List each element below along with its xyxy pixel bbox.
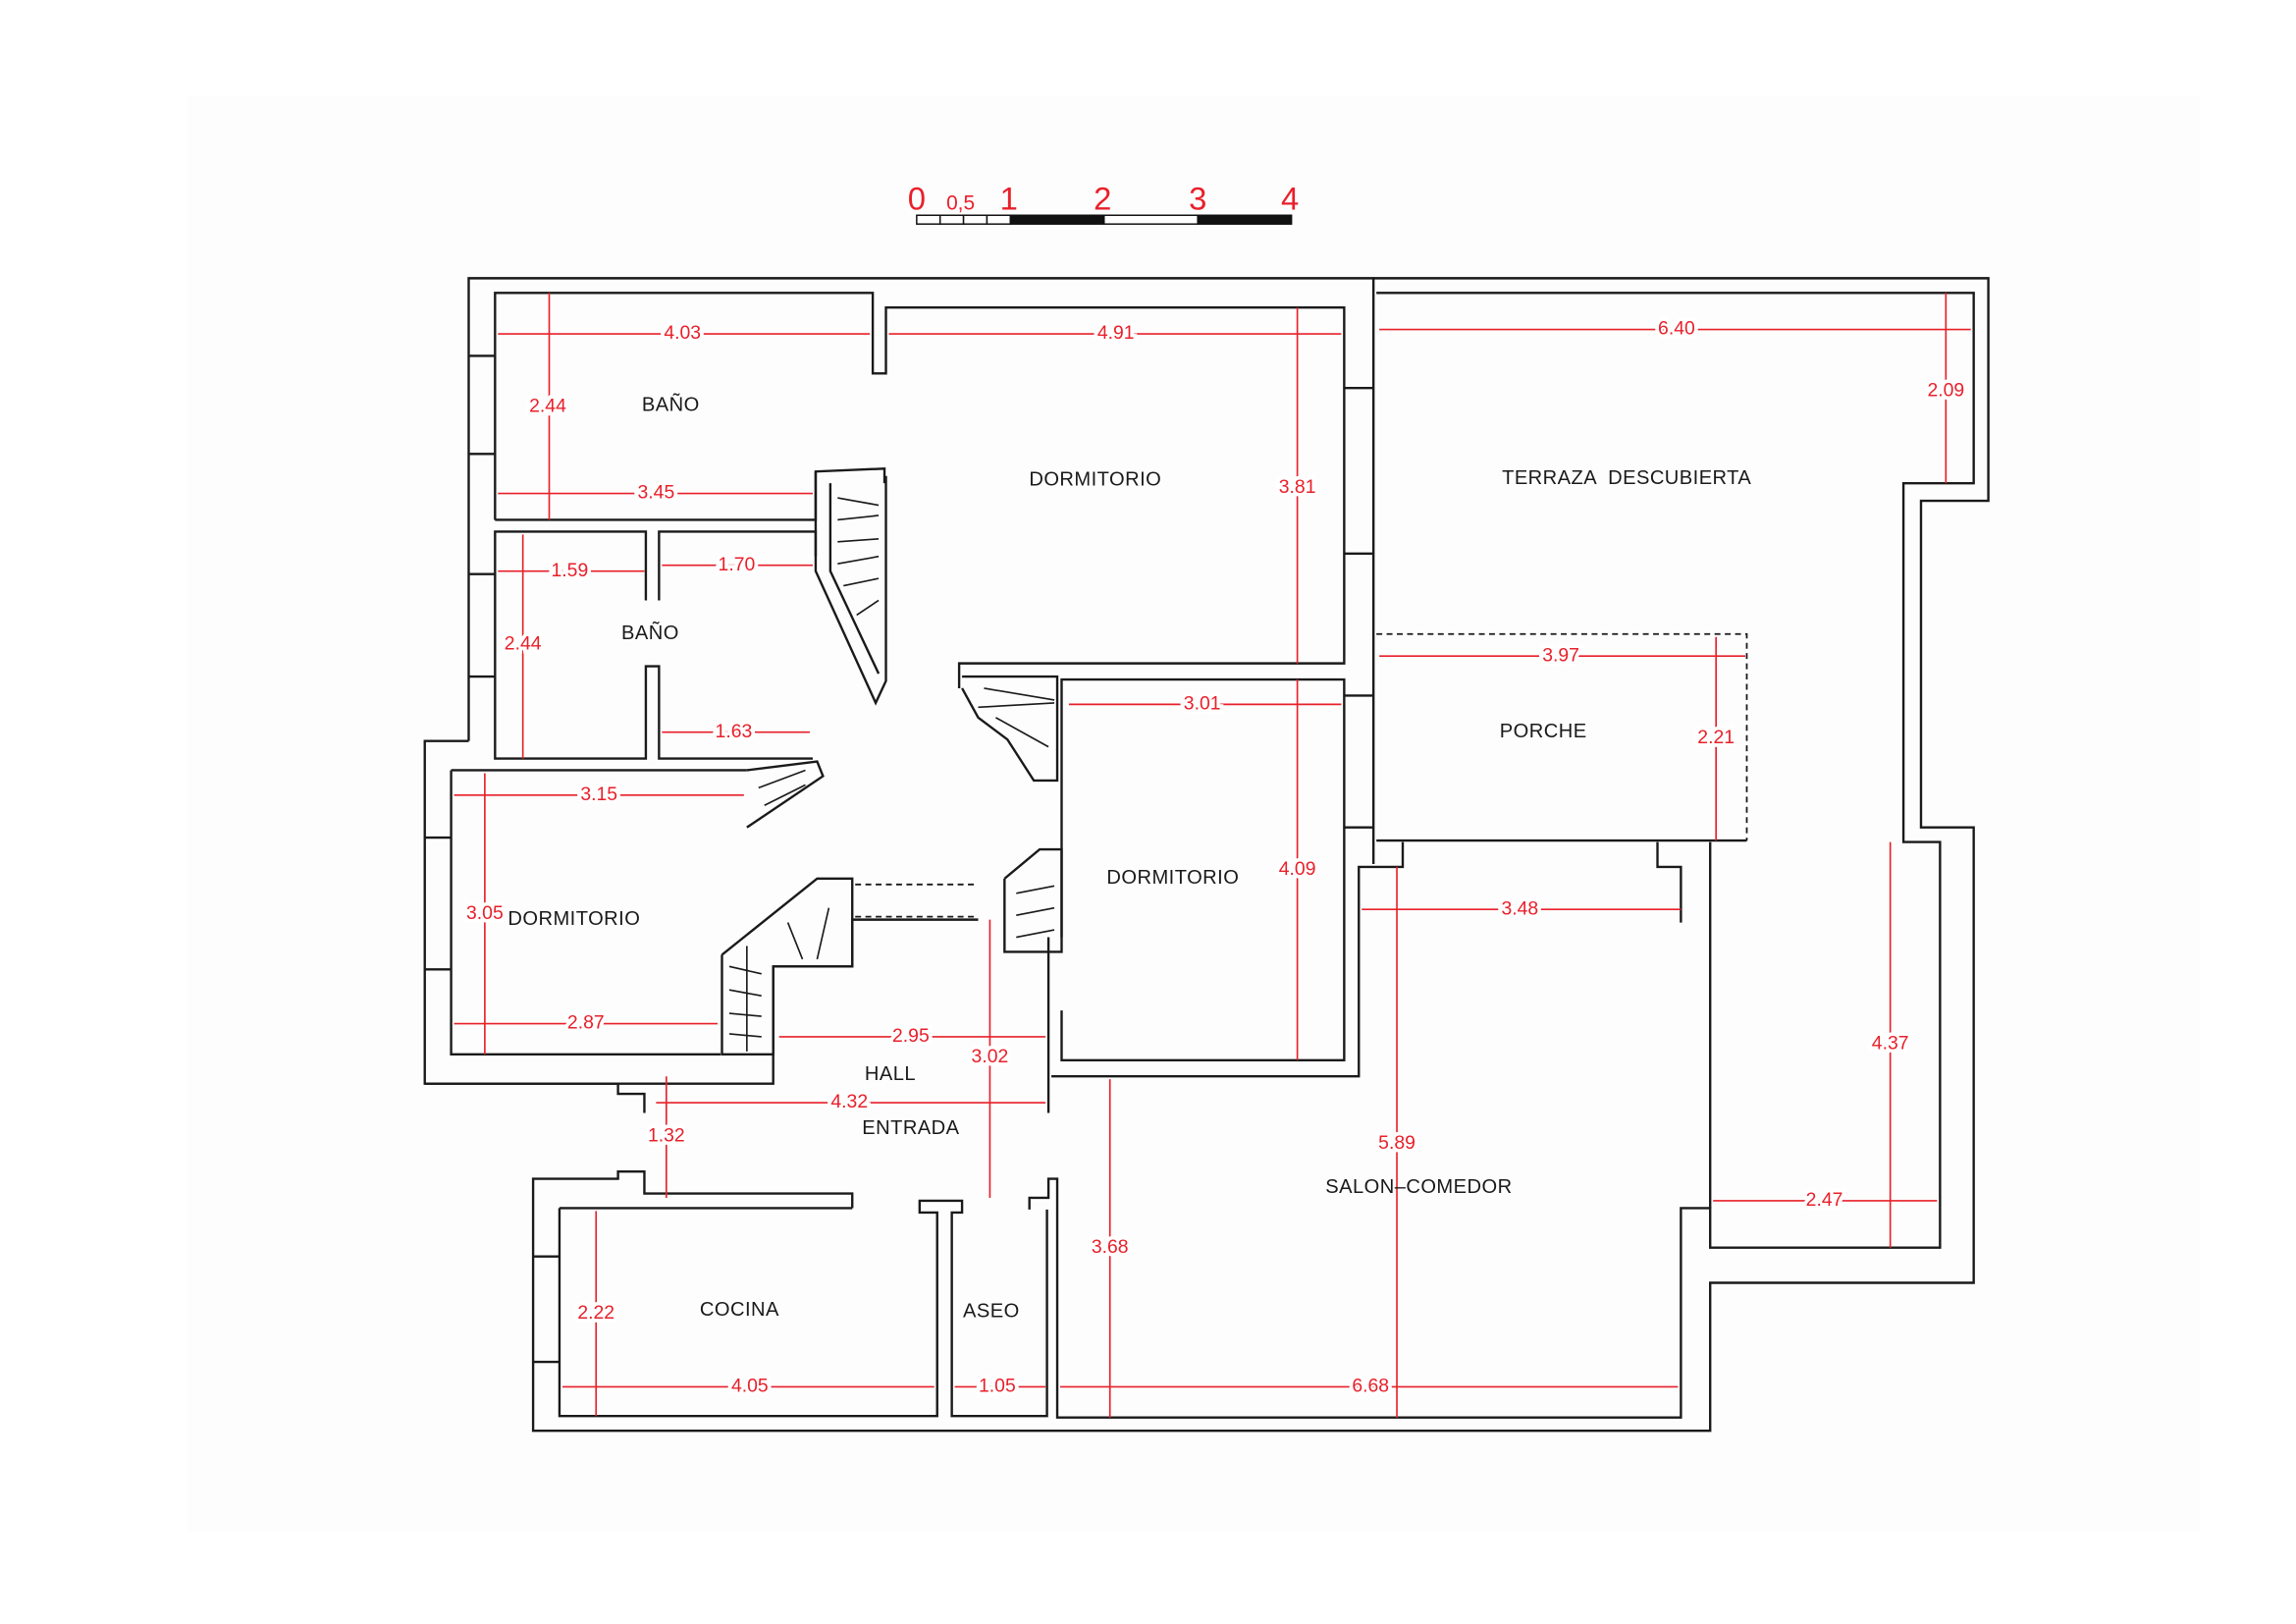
dim-label: 1.70 — [719, 554, 756, 575]
room-label-terraza: TERRAZA DESCUBIERTA — [1502, 467, 1751, 489]
room-label-porche: PORCHE — [1500, 721, 1587, 742]
room-label-dormitorio-right: DORMITORIO — [1106, 867, 1239, 889]
dim-label: 1.32 — [648, 1124, 685, 1146]
dimension-lines — [454, 293, 1971, 1418]
scale-label-1: 1 — [1000, 180, 1018, 216]
room-label-aseo: ASEO — [963, 1301, 1020, 1323]
scale-bar: 0 0,5 1 2 3 4 — [908, 180, 1299, 225]
dim-label: 3.15 — [580, 784, 617, 805]
scale-label-4: 4 — [1281, 180, 1299, 216]
dim-label: 3.97 — [1542, 644, 1579, 666]
dim-label: 4.03 — [664, 322, 701, 344]
sheet-background — [187, 96, 2200, 1533]
scale-label-3: 3 — [1189, 180, 1206, 216]
dim-label: 2.95 — [892, 1025, 930, 1047]
dim-label: 4.91 — [1097, 322, 1135, 344]
dim-label: 3.45 — [638, 482, 675, 504]
dim-label: 4.37 — [1872, 1033, 1909, 1055]
dim-label: 1.63 — [716, 721, 753, 742]
room-label-bano-1: BAÑO — [642, 392, 700, 415]
room-label-cocina: COCINA — [700, 1299, 779, 1321]
room-label-entrada: ENTRADA — [862, 1117, 959, 1139]
walls — [423, 277, 1990, 1433]
room-label-hall: HALL — [865, 1063, 916, 1085]
scale-label-0: 0 — [908, 180, 926, 216]
dim-label: 3.05 — [466, 902, 504, 924]
room-label-dormitorio-left: DORMITORIO — [507, 908, 640, 930]
dim-label: 3.81 — [1279, 476, 1316, 498]
room-label-bano-2: BAÑO — [621, 621, 679, 644]
dim-label: 6.68 — [1352, 1376, 1389, 1397]
scale-label-2: 2 — [1094, 180, 1111, 216]
room-labels: BAÑO BAÑO DORMITORIO TERRAZA DESCUBIERTA… — [507, 392, 1751, 1322]
dim-label: 1.59 — [552, 560, 589, 581]
scale-label-0-5: 0,5 — [946, 191, 975, 214]
dim-label: 4.32 — [830, 1091, 868, 1112]
dim-label: 2.21 — [1697, 727, 1735, 748]
dim-label: 4.09 — [1279, 858, 1316, 880]
dim-label: 2.47 — [1806, 1189, 1843, 1211]
room-label-salon-comedor: SALON–COMEDOR — [1325, 1176, 1512, 1198]
dim-label: 2.09 — [1927, 379, 1964, 401]
dim-label: 3.48 — [1501, 897, 1538, 919]
dim-label: 4.05 — [731, 1376, 769, 1397]
dim-label: 1.05 — [979, 1376, 1016, 1397]
dim-label: 2.44 — [505, 632, 542, 654]
dim-label: 6.40 — [1658, 318, 1695, 340]
dim-label: 3.02 — [972, 1046, 1009, 1067]
staircases — [721, 471, 1063, 1056]
dim-label: 2.87 — [567, 1012, 605, 1034]
dim-label: 2.22 — [577, 1302, 614, 1324]
dim-label: 3.01 — [1184, 693, 1221, 715]
dim-label: 3.68 — [1092, 1236, 1129, 1258]
dim-label: 2.44 — [529, 396, 566, 417]
dimension-labels: 4.03 4.91 6.40 2.44 3.81 2.09 3.45 1.59 … — [462, 314, 1968, 1400]
dim-label: 5.89 — [1378, 1132, 1415, 1154]
room-label-dormitorio-top: DORMITORIO — [1029, 469, 1161, 491]
